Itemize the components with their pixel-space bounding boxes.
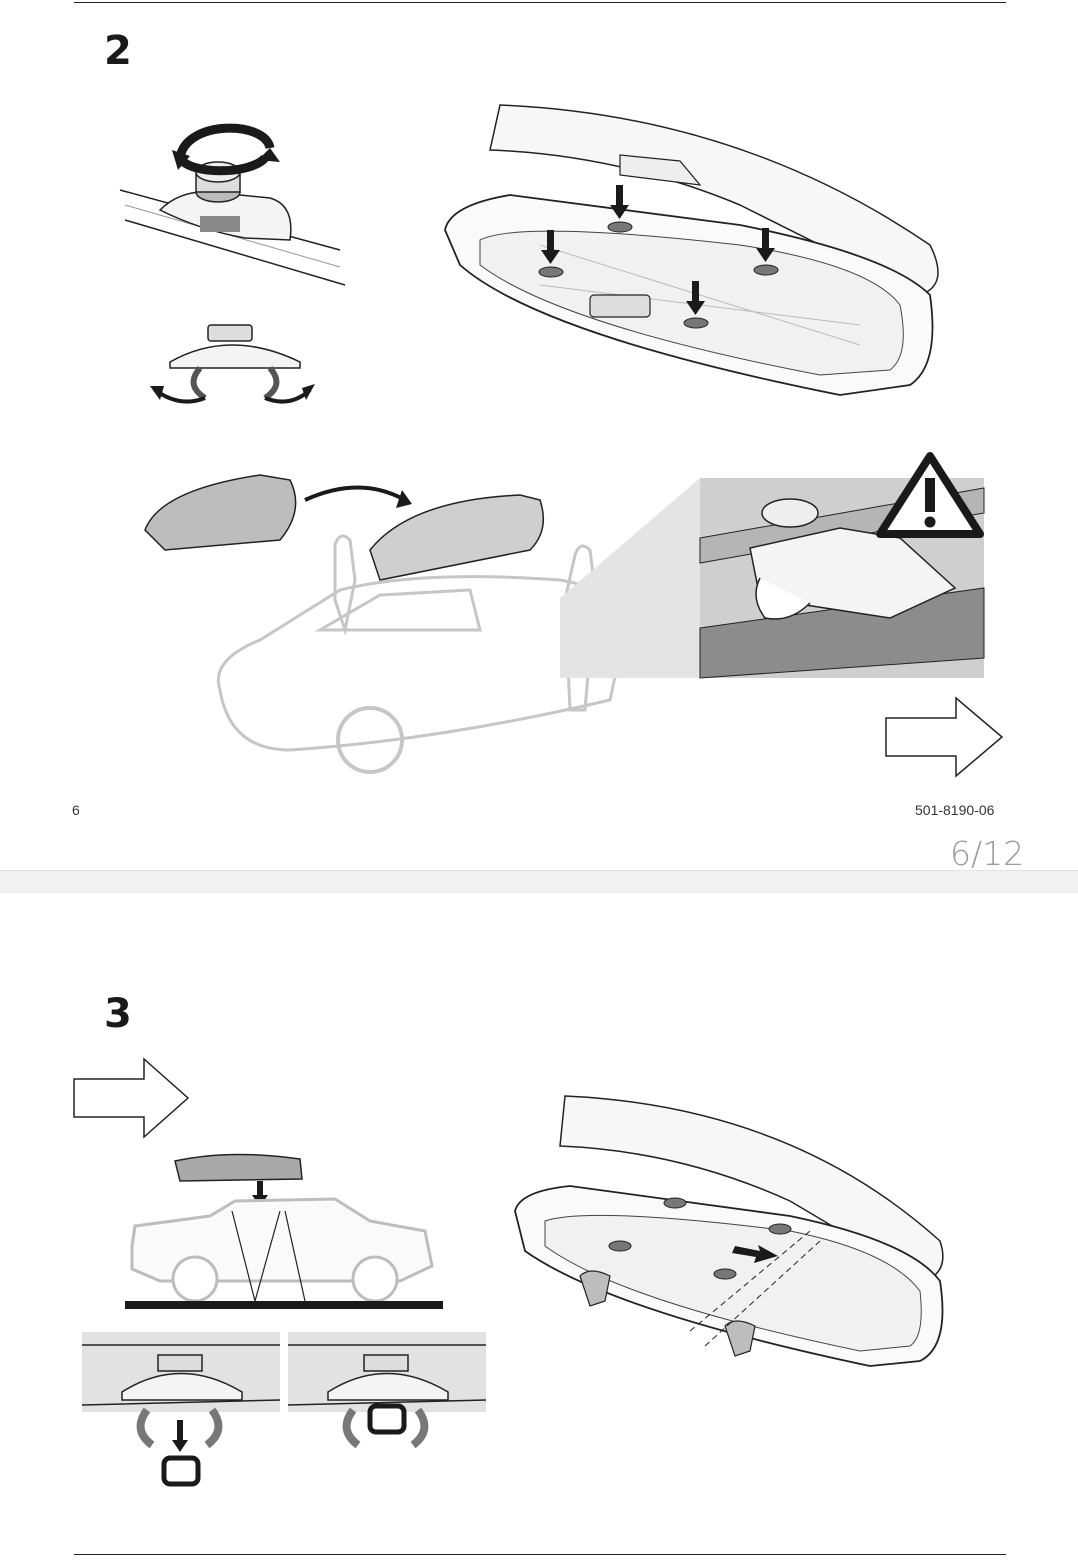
open-roof-box-alignment-illustration bbox=[514, 1095, 944, 1367]
bottom-rule bbox=[74, 1554, 1006, 1555]
top-rule bbox=[74, 2, 1006, 3]
step-2-number: 2 bbox=[104, 28, 132, 74]
document-number: 501-8190-06 bbox=[915, 802, 995, 818]
foot-detail-right-illustration bbox=[287, 1332, 487, 1449]
car-mounting-illustration bbox=[144, 474, 627, 774]
warning-triangle-icon bbox=[876, 452, 984, 538]
open-roof-box-illustration bbox=[444, 104, 939, 396]
knob-rotation-illustration bbox=[119, 123, 346, 286]
outline-arrow-right-icon bbox=[73, 1057, 190, 1139]
outline-arrow-right-icon bbox=[885, 696, 1004, 778]
car-side-view-illustration bbox=[125, 1153, 443, 1309]
page-counter: 6/12 bbox=[950, 834, 1025, 873]
page-separator bbox=[0, 870, 1078, 895]
manual-page-6: 2 bbox=[72, 2, 1025, 873]
foot-jaws-illustration bbox=[150, 324, 315, 404]
foot-detail-left-illustration bbox=[81, 1332, 281, 1487]
step-3-number: 3 bbox=[104, 991, 132, 1037]
manual-page-7: 3 bbox=[0, 893, 1078, 1561]
page-number: 6 bbox=[72, 802, 80, 818]
